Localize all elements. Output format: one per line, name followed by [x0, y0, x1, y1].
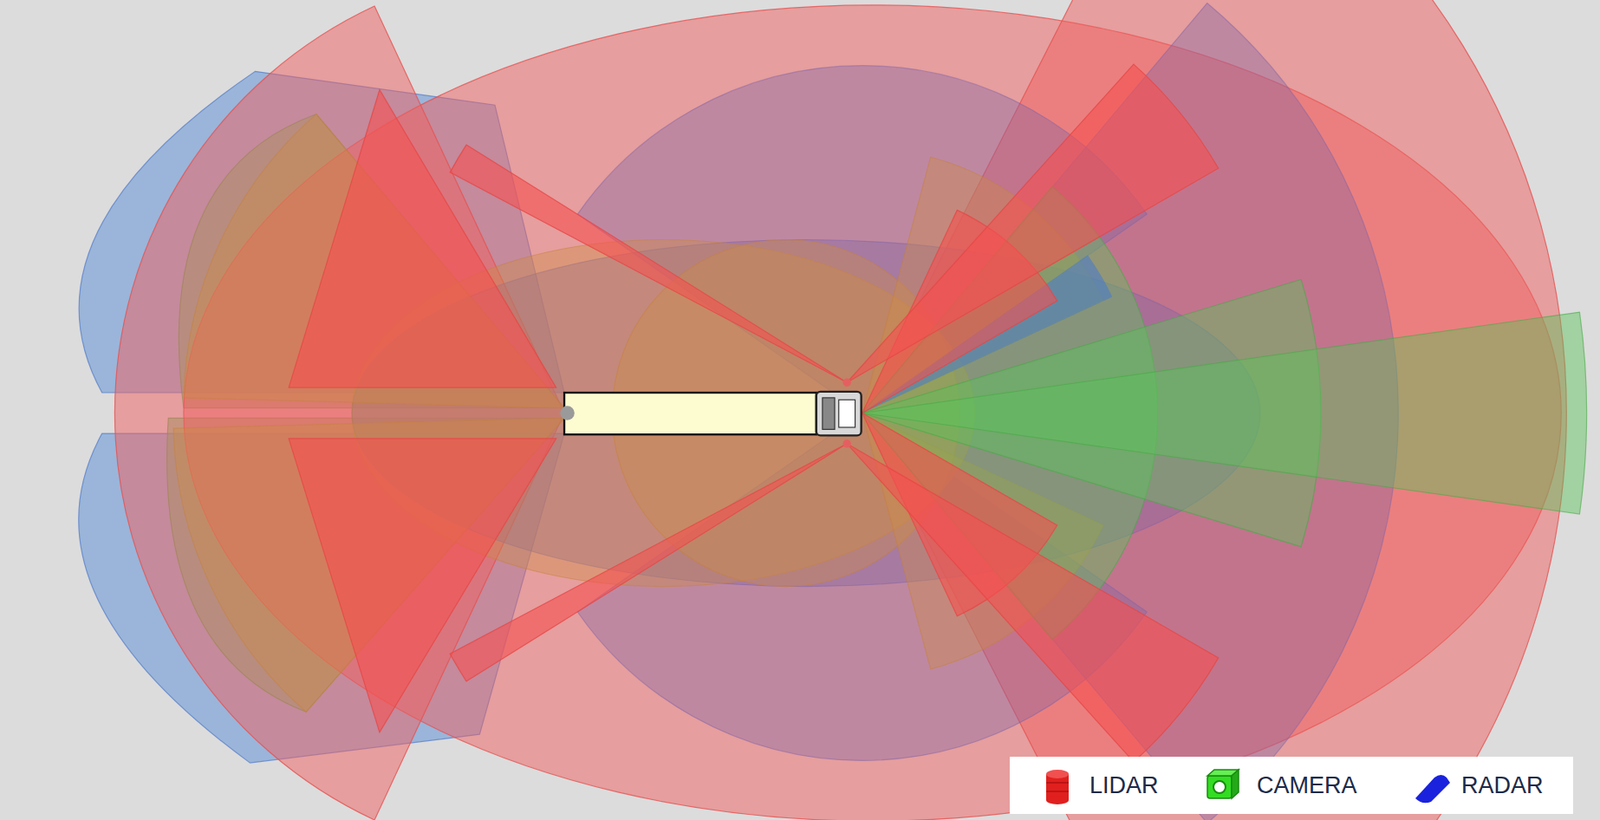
sensor-dot: [559, 405, 574, 420]
sensor-dot: [842, 378, 851, 387]
radar-icon: [1415, 774, 1451, 803]
truck-cab: [816, 391, 862, 436]
lidar-field: [288, 90, 556, 389]
lidar-field: [846, 443, 1219, 762]
sensor-dot: [842, 439, 851, 448]
legend-box: LIDAR CAMERA RADAR: [1009, 756, 1574, 814]
legend-label: LIDAR: [1089, 770, 1159, 800]
lidar-field: [846, 64, 1219, 383]
trailer: [564, 392, 817, 435]
lidar-icon: [1046, 769, 1069, 805]
camera-icon: [1207, 769, 1239, 799]
legend-label: CAMERA: [1256, 770, 1358, 800]
cab-detail: [839, 399, 856, 428]
legend-label: RADAR: [1461, 770, 1544, 800]
cab-detail: [822, 397, 835, 430]
lidar-field: [288, 438, 556, 733]
